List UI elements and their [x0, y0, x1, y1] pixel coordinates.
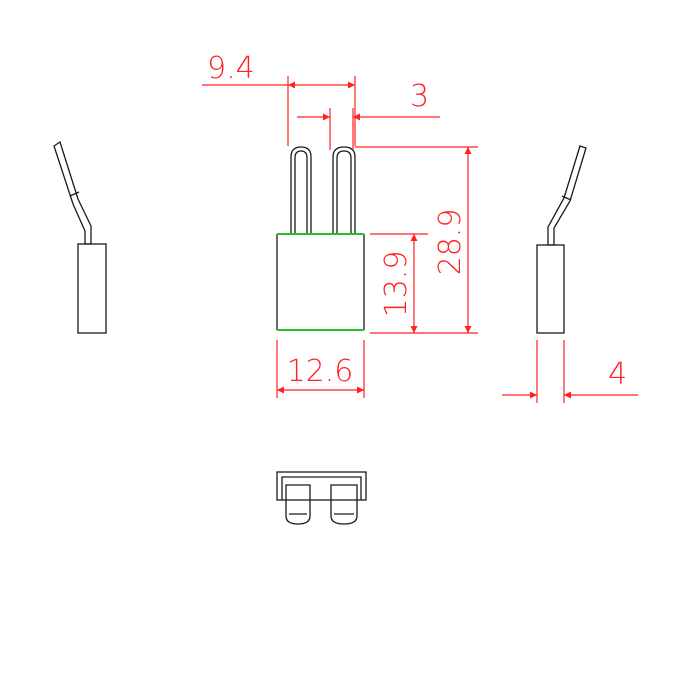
dim-label-body-width: 12.6 — [287, 354, 354, 389]
dim-body-width — [276, 340, 365, 398]
right-side-view — [536, 145, 587, 334]
top-view-outer — [276, 471, 367, 501]
dim-pin-width — [297, 108, 440, 150]
front-pin-right-inner — [336, 150, 352, 234]
top-view-pad-right — [330, 484, 358, 525]
left-side-lead — [53, 140, 92, 245]
dim-side-thickness — [502, 340, 638, 403]
top-view — [276, 471, 367, 525]
dim-label-pin-width: 3 — [410, 79, 429, 114]
left-side-view — [53, 140, 107, 334]
right-side-lead-mark — [561, 195, 572, 201]
dimension-annotations — [202, 76, 638, 403]
dim-label-body-height: 13.9 — [379, 251, 414, 318]
dim-label-total-height: 28.9 — [433, 209, 468, 276]
dim-body-height — [370, 233, 428, 333]
front-view — [276, 146, 365, 331]
top-view-pad-left — [285, 484, 311, 525]
dim-label-pin-outer-width: 9.4 — [207, 51, 255, 86]
dim-pin-outer-width — [202, 76, 356, 146]
right-side-lead — [547, 145, 587, 246]
front-pin-left — [290, 146, 312, 234]
front-body — [276, 233, 365, 331]
right-side-body — [536, 244, 565, 334]
dim-label-side-thickness: 4 — [608, 357, 627, 392]
top-view-inner — [281, 476, 362, 500]
left-side-lead-mark — [69, 191, 80, 197]
dim-total-height — [355, 146, 478, 334]
front-pin-left-inner — [294, 150, 308, 234]
left-side-body — [77, 243, 107, 334]
front-pin-right — [332, 146, 356, 234]
